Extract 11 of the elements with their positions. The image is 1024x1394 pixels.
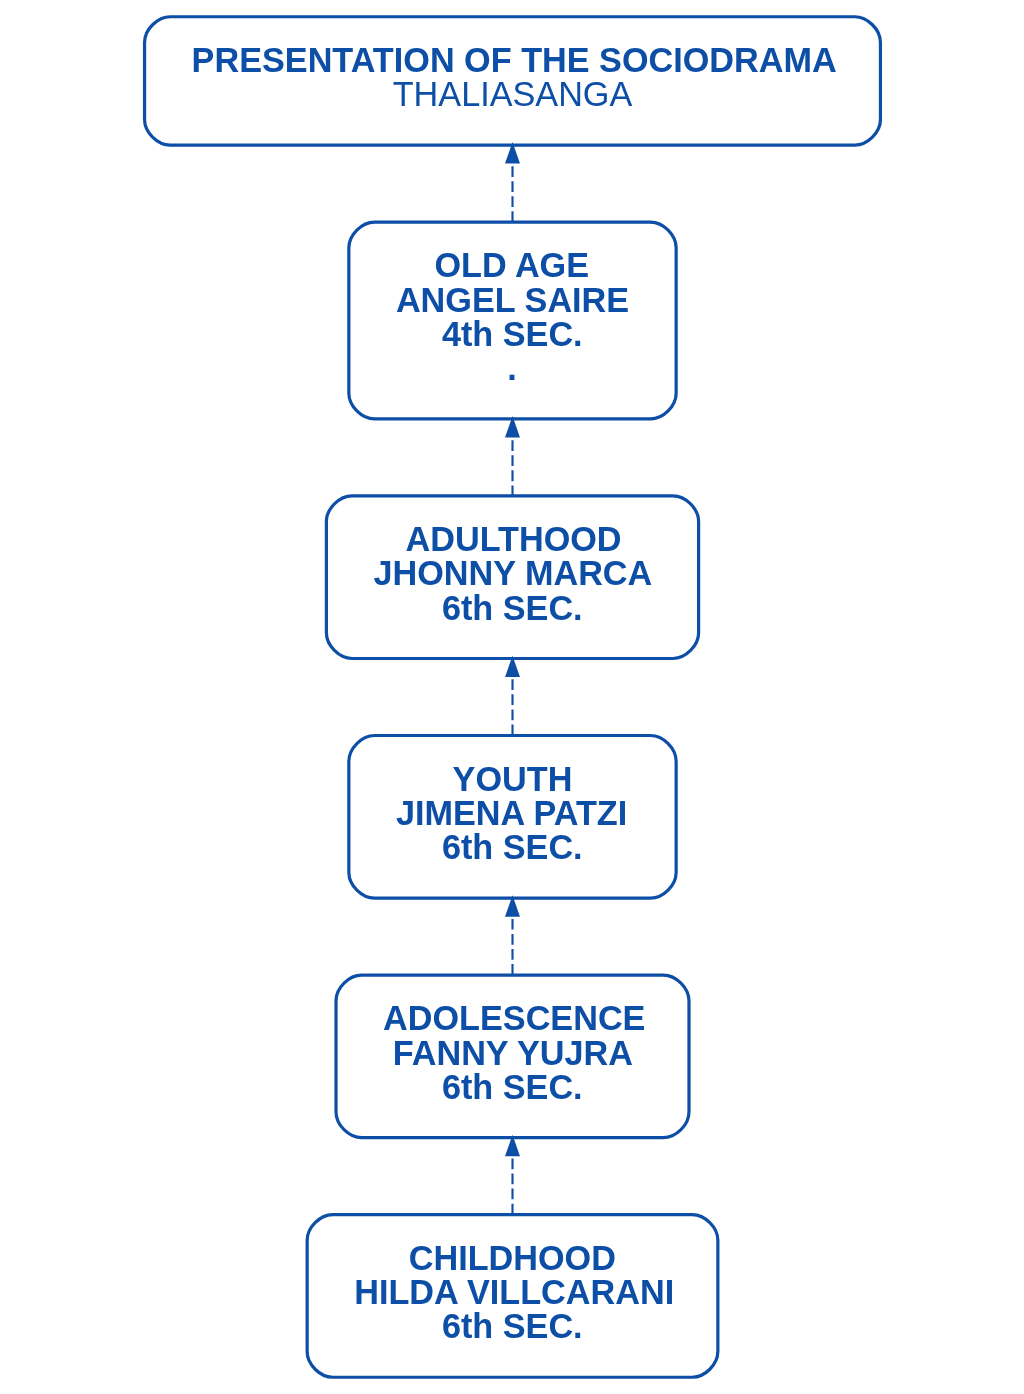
arrow bbox=[504, 895, 520, 975]
node-box: CHILDHOOD HILDA VILLCARANI 6th SEC. bbox=[305, 1213, 719, 1379]
arrow bbox=[504, 142, 520, 222]
node-box: PRESENTATION OF THE SOCIODRAMA THALIASANGA bbox=[142, 15, 882, 147]
node-box: OLD AGE ANGEL SAIRE 4th SEC. . bbox=[346, 220, 678, 421]
node-box: ADULTHOOD JHONNY MARCA 6th SEC. bbox=[324, 494, 700, 661]
arrow bbox=[504, 416, 520, 496]
node-box: ADOLESCENCE FANNY YUJRA 6th SEC. bbox=[333, 973, 691, 1140]
arrow bbox=[504, 1134, 520, 1215]
arrow bbox=[504, 655, 520, 735]
node-box: YOUTH JIMENA PATZI 6th SEC. bbox=[346, 733, 678, 900]
